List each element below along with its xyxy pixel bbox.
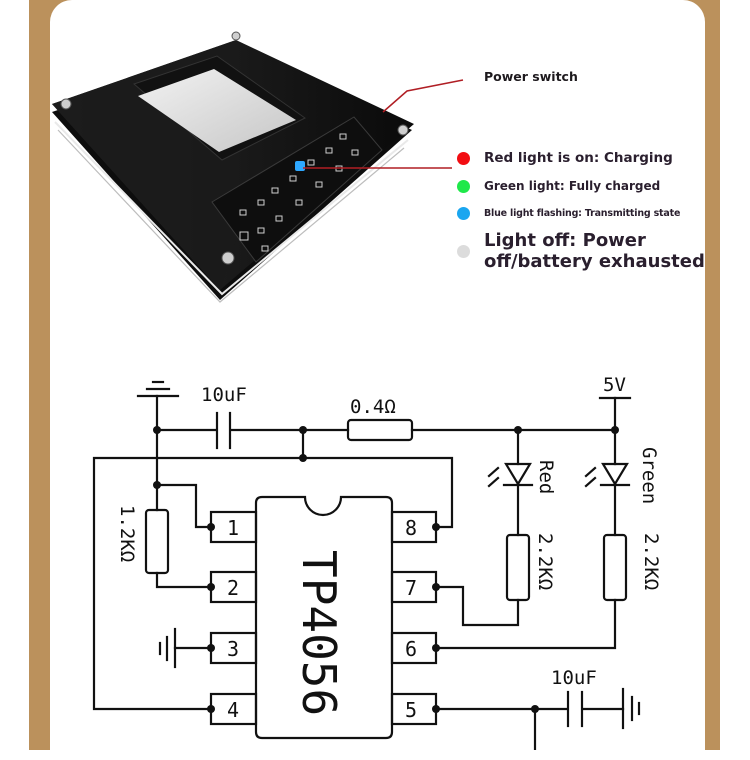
sense-resistor (346, 418, 414, 442)
wire (434, 598, 617, 650)
junction-dots (153, 426, 619, 713)
pin-number: 8 (405, 516, 417, 540)
pin-number: 4 (227, 698, 239, 722)
pcb-area (211, 116, 383, 263)
green-led-resistor (602, 533, 628, 602)
ground-symbol-top-icon (136, 380, 180, 398)
pin-number: 6 (405, 637, 417, 661)
red-led-icon (487, 462, 534, 488)
led-red-resistor-label: 2.2KΩ (534, 533, 556, 590)
green-led-icon (584, 462, 631, 488)
battery-window (133, 55, 306, 161)
pin-number: 3 (227, 637, 239, 661)
red-dot-icon (457, 151, 470, 165)
legend-text: Green light: Fully charged (484, 179, 661, 193)
legend-text: Red light is on: Charging (484, 150, 673, 166)
prog-resistor (144, 508, 170, 575)
blue-dot-icon (457, 207, 470, 220)
sense-resistor-label: 0.4Ω (350, 396, 396, 418)
output-cap-label: 10uF (551, 667, 597, 689)
legend-item-blue: Blue light flashing: Transmitting state (457, 207, 680, 220)
input-capacitor (215, 411, 232, 450)
ground-symbol-pin3-icon (158, 627, 177, 669)
led-green-label: Green (638, 447, 660, 504)
ic-pin-boxes (209, 510, 438, 726)
red-led-resistor (505, 533, 531, 602)
power-switch-callout-line (382, 79, 464, 113)
supply-label: 5V (603, 374, 626, 396)
legend-item-off: Light off: Power off/battery exhausted (457, 230, 714, 272)
status-led-icon (295, 161, 305, 171)
gray-dot-icon (457, 244, 470, 258)
wire (155, 571, 213, 589)
ic-label: TP4056 (292, 550, 346, 716)
green-dot-icon (457, 179, 470, 193)
power-switch-label: Power switch (484, 69, 578, 84)
led-red-label: Red (535, 460, 557, 494)
wire (155, 483, 213, 529)
output-capacitor (566, 690, 584, 728)
legend-item-green: Green light: Fully charged (457, 179, 660, 193)
pin-number: 5 (405, 698, 417, 722)
ground-symbol-output-icon (621, 687, 641, 730)
ic-body (254, 495, 394, 740)
pin-number: 2 (227, 576, 239, 600)
wire (92, 456, 454, 711)
led-green-resistor-label: 2.2KΩ (640, 533, 662, 590)
legend-text: Blue light flashing: Transmitting state (484, 208, 681, 219)
device-illustration (52, 31, 464, 303)
pin-number: 1 (227, 516, 239, 540)
screw-icons (60, 31, 409, 265)
pin-number: 7 (405, 576, 417, 600)
prog-resistor-label: 1.2KΩ (116, 505, 138, 562)
legend-text: Light off: Power off/battery exhausted (484, 230, 705, 272)
wire (434, 585, 520, 627)
legend-item-red: Red light is on: Charging (457, 150, 673, 166)
input-cap-label: 10uF (201, 384, 247, 406)
